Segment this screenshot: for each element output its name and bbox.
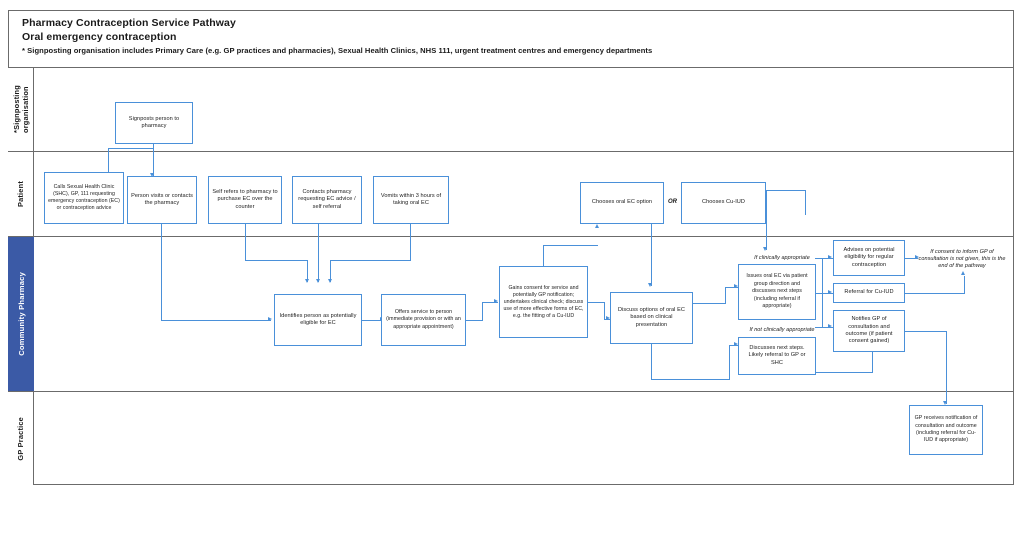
node-chooses-cu-iud[interactable]: Chooses Cu-IUD bbox=[681, 182, 766, 224]
connector-offers-run-1 bbox=[466, 320, 483, 322]
connector-consent-run-1 bbox=[588, 302, 605, 304]
connector-discuss-to-issues-run bbox=[693, 303, 726, 305]
arrowhead-discusses-next-steps-left bbox=[734, 342, 738, 347]
page-footnote: * Signposting organisation includes Prim… bbox=[22, 46, 653, 55]
lane-label-patient: Patient bbox=[16, 180, 25, 208]
connector-signposts-to-person-visits bbox=[153, 144, 155, 176]
connector-notifies-run bbox=[904, 331, 947, 333]
node-advises-potential-eligibility[interactable]: Advises on potential eligibility for reg… bbox=[833, 240, 905, 276]
arrowhead-notifies-gp bbox=[828, 324, 832, 329]
connector-self-refers-run bbox=[245, 260, 308, 262]
page-subtitle: Oral emergency contraception bbox=[22, 31, 177, 43]
lane-header-gp-practice: GP Practice bbox=[8, 392, 34, 485]
node-contacts-pharmacy-requesting-ec[interactable]: Contacts pharmacy requesting EC advice /… bbox=[292, 176, 362, 224]
arrowhead-gp-receives bbox=[943, 401, 948, 405]
connector-discuss-to-issues-run-2 bbox=[725, 287, 738, 289]
arrowhead-identifies-top-3 bbox=[327, 279, 332, 283]
connector-identifies-to-offers bbox=[362, 320, 384, 322]
lane-header-patient: Patient bbox=[8, 152, 34, 236]
arrowhead-end-of-pathway-2 bbox=[961, 271, 966, 275]
arrowhead-issues-oral-ec-top bbox=[763, 247, 768, 251]
node-offers-service-to-person[interactable]: Offers service to person (immediate prov… bbox=[381, 294, 466, 346]
connector-cuiud-drop bbox=[766, 190, 768, 250]
node-self-refers-to-pharmacy[interactable]: Self refers to pharmacy to purchase EC o… bbox=[208, 176, 282, 224]
connector-issues-to-notifies bbox=[815, 327, 833, 329]
connector-referral-riser bbox=[964, 276, 966, 294]
connector-discuss-notclin-run bbox=[729, 345, 738, 347]
connector-calls-shc-riser bbox=[108, 148, 110, 176]
connector-discuss-options-drop bbox=[651, 344, 653, 380]
connector-consent-to-choose-oral-run bbox=[543, 245, 598, 247]
node-gp-receives-notification[interactable]: GP receives notification of consultation… bbox=[909, 405, 983, 455]
connector-offers-run-2 bbox=[482, 302, 498, 304]
arrowhead-person-visits bbox=[150, 173, 155, 177]
connector-advises-to-end bbox=[904, 258, 918, 260]
connector-self-refers-final bbox=[307, 260, 309, 282]
label-end-of-pathway: If consent to inform GP of consultation … bbox=[918, 249, 1006, 270]
arrowhead-gains-consent bbox=[494, 299, 498, 304]
node-identifies-person-eligible[interactable]: Identifies person as potentially eligibl… bbox=[274, 294, 362, 346]
connector-consent-riser bbox=[604, 302, 606, 320]
lane-community-pharmacy: Community Pharmacy bbox=[8, 237, 1014, 392]
connector-consent-to-choose-oral-riser bbox=[543, 245, 545, 267]
connector-notifies-drop bbox=[946, 331, 948, 404]
connector-chooses-oral-drop bbox=[651, 224, 653, 286]
node-notifies-gp-of-consultation[interactable]: Notifies GP of consultation and outcome … bbox=[833, 310, 905, 352]
lane-header-community-pharmacy: Community Pharmacy bbox=[8, 237, 34, 391]
connector-contacts-pharmacy-drop bbox=[318, 224, 320, 282]
lane-header-signposting-organisation: *Signposting organisation bbox=[8, 68, 34, 151]
arrowhead-discuss-options-top bbox=[648, 283, 653, 287]
connector-nextsteps-run bbox=[815, 372, 873, 374]
connector-offers-riser bbox=[482, 302, 484, 321]
lane-signposting-organisation: *Signposting organisation bbox=[8, 68, 1014, 152]
node-discuss-options-oral-ec[interactable]: Discuss options of oral EC based on clin… bbox=[610, 292, 693, 344]
node-discusses-next-steps-referral[interactable]: Discusses next steps. Likely referral to… bbox=[738, 337, 816, 375]
connector-calls-shc-run bbox=[108, 148, 153, 150]
node-issues-oral-ec-pgd[interactable]: Issues oral EC via patient group directi… bbox=[738, 264, 816, 320]
arrowhead-identifies-left bbox=[268, 317, 272, 322]
connector-discuss-to-issues-riser bbox=[725, 287, 727, 304]
connector-issues-to-advises bbox=[815, 258, 833, 260]
arrowhead-discuss-options-left bbox=[606, 316, 610, 321]
connector-self-refers-drop bbox=[245, 224, 247, 260]
node-signposts-person-to-pharmacy[interactable]: Signposts person to pharmacy bbox=[115, 102, 193, 144]
connector-discuss-options-run bbox=[651, 379, 729, 381]
node-calls-sexual-health-clinic[interactable]: Calls Sexual Health Clinic (SHC), GP, 11… bbox=[44, 172, 124, 224]
node-chooses-oral-ec-option[interactable]: Chooses oral EC option bbox=[580, 182, 664, 224]
node-referral-for-cu-iud[interactable]: Referral for Cu-IUD bbox=[833, 283, 905, 303]
node-person-visits-or-contacts-pharmacy[interactable]: Person visits or contacts the pharmacy bbox=[127, 176, 197, 224]
connector-vomits-run bbox=[330, 260, 411, 262]
arrowhead-chooses-oral-ec bbox=[594, 224, 599, 228]
arrowhead-end-of-pathway bbox=[915, 255, 919, 260]
title-block: Pharmacy Contraception Service Pathway O… bbox=[8, 10, 1014, 68]
arrowhead-identifies-top-2 bbox=[315, 279, 320, 283]
connector-vomits-final bbox=[330, 260, 332, 282]
node-vomits-within-3-hours[interactable]: Vomits within 3 hours of taking oral EC bbox=[373, 176, 449, 224]
connector-cuiud-riser bbox=[805, 190, 807, 215]
node-gains-consent-for-service[interactable]: Gains consent for service and potentiall… bbox=[499, 266, 588, 338]
label-if-not-clinically-appropriate: If not clinically appropriate bbox=[749, 327, 815, 333]
arrowhead-referral-cuiud bbox=[828, 290, 832, 295]
connector-discuss-notclin-riser bbox=[729, 345, 731, 380]
connector-cuiud-run bbox=[766, 190, 806, 192]
lane-label-signposting-organisation: *Signposting organisation bbox=[11, 85, 30, 134]
arrowhead-advises-eligibility bbox=[828, 255, 832, 260]
connector-vomits-drop bbox=[410, 224, 412, 260]
connector-person-visits-run bbox=[161, 320, 271, 322]
lane-patient: Patient bbox=[8, 152, 1014, 237]
lane-label-gp-practice: GP Practice bbox=[16, 416, 25, 461]
arrowhead-identifies-top-1 bbox=[304, 279, 309, 283]
connector-issues-to-referral bbox=[815, 293, 833, 295]
arrowhead-issues-oral-ec-left bbox=[734, 284, 738, 289]
lane-label-community-pharmacy: Community Pharmacy bbox=[16, 272, 26, 356]
page-title: Pharmacy Contraception Service Pathway bbox=[22, 17, 236, 29]
lane-gp-practice: GP Practice bbox=[8, 392, 1014, 485]
connector-nextsteps-riser bbox=[872, 350, 874, 373]
label-if-clinically-appropriate: If clinically appropriate bbox=[754, 255, 810, 261]
connector-referral-run bbox=[904, 293, 965, 295]
connector-person-visits-drop bbox=[161, 224, 163, 320]
label-or: OR bbox=[668, 199, 677, 205]
